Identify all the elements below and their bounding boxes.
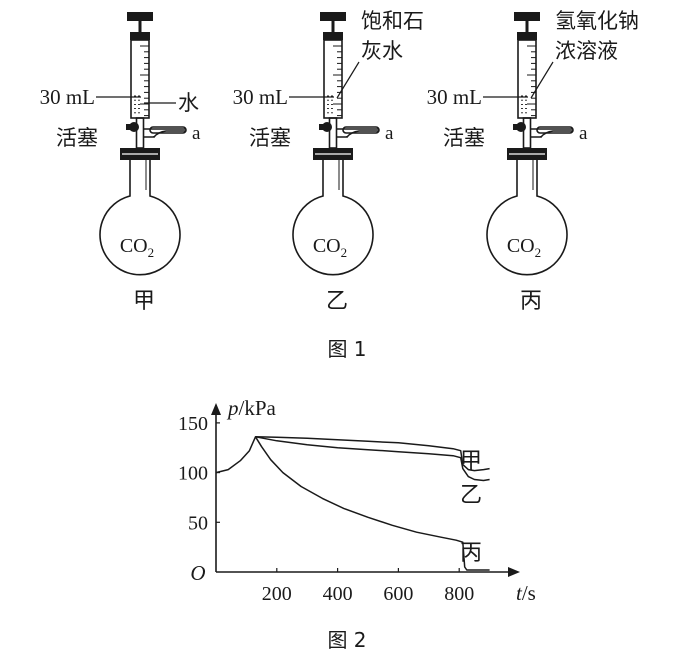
chart-series: 甲乙丙 [215,436,490,571]
syringe-nozzle [135,117,145,149]
x-axis-label: t/s [516,581,536,605]
y-axis-arrow [211,403,221,415]
series-label-1: 甲 [460,449,482,474]
gas-subscript: 2 [148,245,155,260]
chart-ticks: 200 400 600 800 50 100 150 [178,413,474,605]
volume-label: 30 mL [233,85,288,109]
liquid-leader [530,61,554,99]
plunger-knob [320,12,346,21]
x-tick-label: 400 [323,583,353,605]
apparatus-name: 乙 [326,289,348,314]
syringe-nozzle [522,117,532,149]
gas-subscript: 2 [535,245,542,260]
plunger-head [130,32,150,40]
x-axis-arrow [508,567,520,577]
valve-handle [513,124,523,130]
outlet-tube [342,126,380,134]
liquid-label-line: 氢氧化钠 [555,9,639,33]
valve-label: 活塞 [443,126,485,150]
x-tick-label: 600 [383,583,413,605]
apparatus-name: 丙 [520,289,542,314]
plunger-head [517,32,537,40]
volume-label: 30 mL [427,85,482,109]
flask [292,160,374,276]
plunger-knob [514,12,540,21]
y-axis-variable: p [226,396,239,420]
flask [99,160,181,276]
figure-2-chart: p/kPa t/s O 200 400 600 800 50 100 150 甲乙丙 [178,396,536,605]
outlet-tube [536,126,574,134]
outlet-label: a [385,123,394,144]
series-line-2 [255,436,490,482]
plunger-knob [127,12,153,21]
origin-label: O [190,561,205,585]
x-tick-label: 800 [444,583,474,605]
series-label-3: 丙 [460,541,482,566]
valve-label: 活塞 [56,126,98,150]
flask [486,160,568,276]
liquid-label-line: 浓溶液 [555,39,618,63]
figure-2-caption: 图 2 [327,628,366,652]
y-tick-label: 150 [178,413,208,435]
y-axis-unit: /kPa [239,396,277,420]
series-line-3 [254,436,490,571]
volume-label: 30 mL [40,85,95,109]
valve-handle [319,124,329,130]
series-label-2: 乙 [460,483,482,508]
liquid-leader [336,61,360,99]
apparatus-name: 甲 [133,289,155,314]
gas-label: CO2 [120,235,154,260]
x-tick-label: 200 [262,583,292,605]
gas-subscript: 2 [341,245,348,260]
x-axis-variable: t [516,581,523,605]
outlet-label: a [192,123,201,144]
gas-label: CO2 [507,235,541,260]
x-axis-unit: /s [522,581,536,605]
outlet-label: a [579,123,588,144]
apparatus-jia: CO2 甲 30 mL 活塞 a水 [40,12,201,314]
y-tick-label: 50 [188,512,208,534]
series-line-1 [215,436,490,474]
plunger-head [323,32,343,40]
gas-label: CO2 [313,235,347,260]
valve-label: 活塞 [249,126,291,150]
syringe-nozzle [328,117,338,149]
liquid-label-line: 饱和石 [361,9,424,33]
y-tick-label: 100 [178,463,208,485]
outlet-tube [149,126,187,134]
valve-handle [126,124,136,130]
y-axis-label: p/kPa [226,396,277,420]
chart-axes: p/kPa t/s O [190,396,535,605]
liquid-label: 水 [178,91,199,115]
figure-1-caption: 图 1 [327,337,366,361]
liquid-label-line: 灰水 [361,39,403,63]
